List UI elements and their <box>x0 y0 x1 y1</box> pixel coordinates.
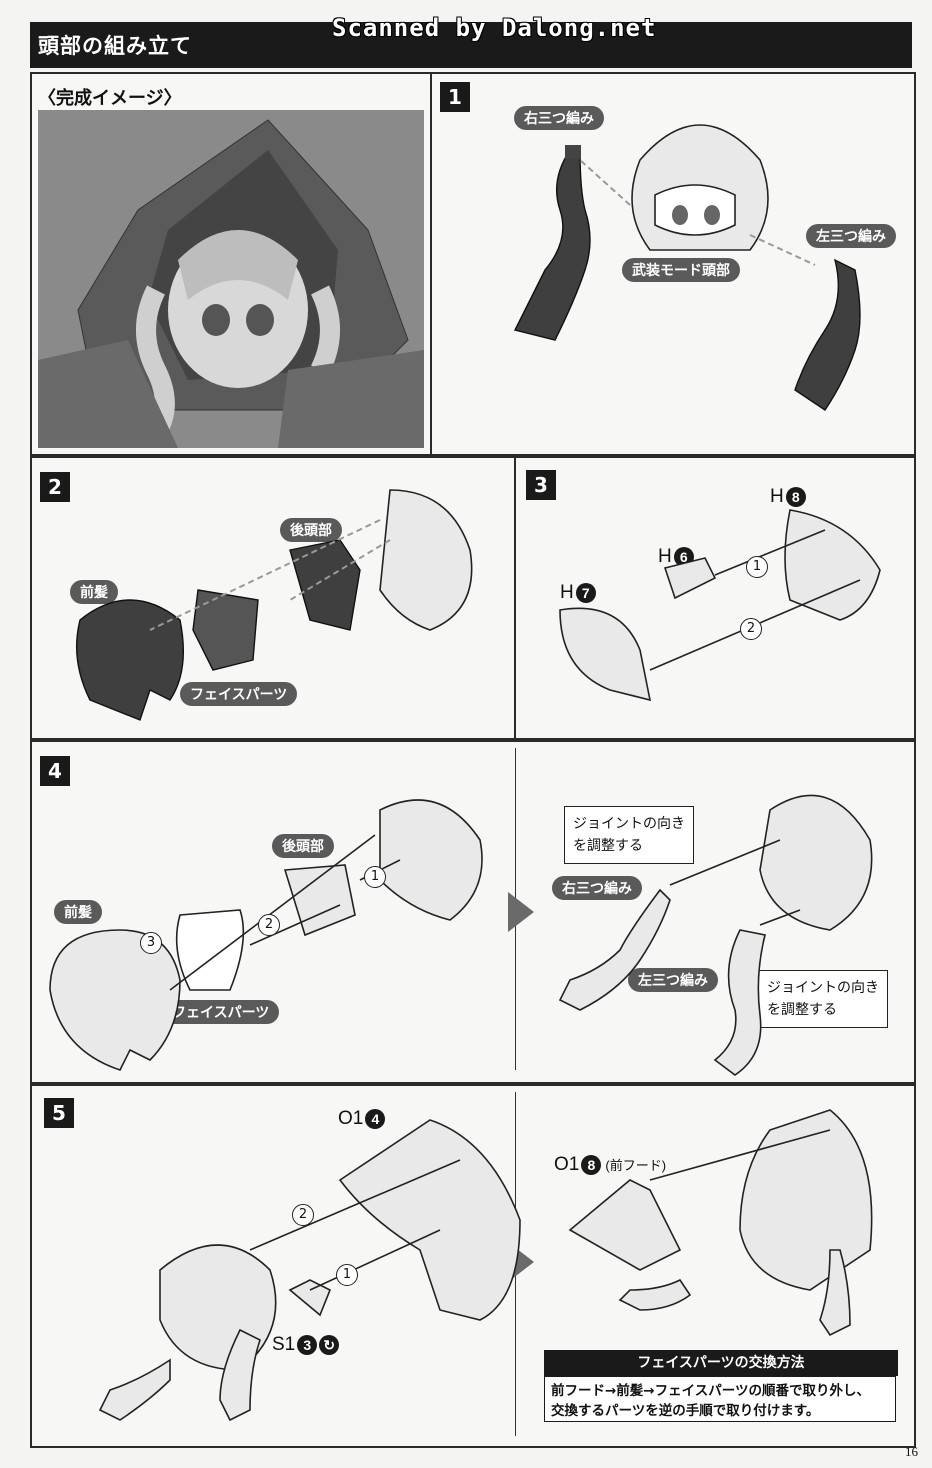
info-line-1: 前フード→前髪→フェイスパーツの順番で取り外し、 <box>551 1383 870 1399</box>
label-back-head: 後頭部 <box>280 518 342 542</box>
label-face-parts: フェイスパーツ <box>180 682 298 706</box>
step-number: 1 <box>440 82 470 112</box>
order-marker: 1 <box>746 556 768 578</box>
header-bar <box>30 22 912 68</box>
order-marker: 2 <box>258 914 280 936</box>
face-swap-info-body: 前フード→前髪→フェイスパーツの順番で取り外し、 交換するパーツを逆の手順で取り… <box>544 1376 896 1422</box>
label-left-braid: 左三つ編み <box>628 968 718 992</box>
label-right-braid: 右三つ編み <box>552 876 642 900</box>
tip-bubble-adjust-joint: ジョイントの向き を調整する <box>564 806 694 864</box>
label-bangs: 前髪 <box>54 900 102 924</box>
label-right-braid: 右三つ編み <box>514 106 604 130</box>
watermark: Scanned by Dalong.net <box>332 14 657 42</box>
label-armed-head: 武装モード頭部 <box>622 258 740 282</box>
info-line-2: 交換するパーツを逆の手順で取り付けます。 <box>551 1403 820 1419</box>
order-marker: 2 <box>292 1204 314 1226</box>
page-title: 頭部の組み立て <box>38 34 192 58</box>
step-number: 2 <box>40 472 70 502</box>
tip-bubble-adjust-joint: ジョイントの向き を調整する <box>758 970 888 1028</box>
order-marker: 1 <box>336 1264 358 1286</box>
preview-figure-illustration <box>38 110 424 448</box>
label-back-head: 後頭部 <box>272 834 334 858</box>
step-5-illustration <box>98 1109 873 1422</box>
step-number: 4 <box>40 756 70 786</box>
step-3-illustration <box>559 509 881 702</box>
face-swap-info-title: フェイスパーツの交換方法 <box>544 1350 898 1376</box>
label-left-braid: 左三つ編み <box>806 224 896 248</box>
rotate-icon: ↻ <box>319 1334 340 1355</box>
preview-label: 〈完成イメージ〉 <box>38 88 182 109</box>
order-marker: 2 <box>740 618 762 640</box>
page-number: 16 <box>905 1444 918 1459</box>
step-number: 3 <box>526 470 556 500</box>
order-marker: 3 <box>140 932 162 954</box>
step-1-illustration <box>513 124 861 411</box>
order-marker: 1 <box>364 866 386 888</box>
step-number: 5 <box>44 1098 74 1128</box>
next-arrow-icon <box>508 892 534 932</box>
step-2-illustration <box>76 489 473 721</box>
label-face-parts: フェイスパーツ <box>162 1000 280 1024</box>
step-4-illustration <box>49 794 873 1076</box>
label-bangs: 前髪 <box>70 580 118 604</box>
